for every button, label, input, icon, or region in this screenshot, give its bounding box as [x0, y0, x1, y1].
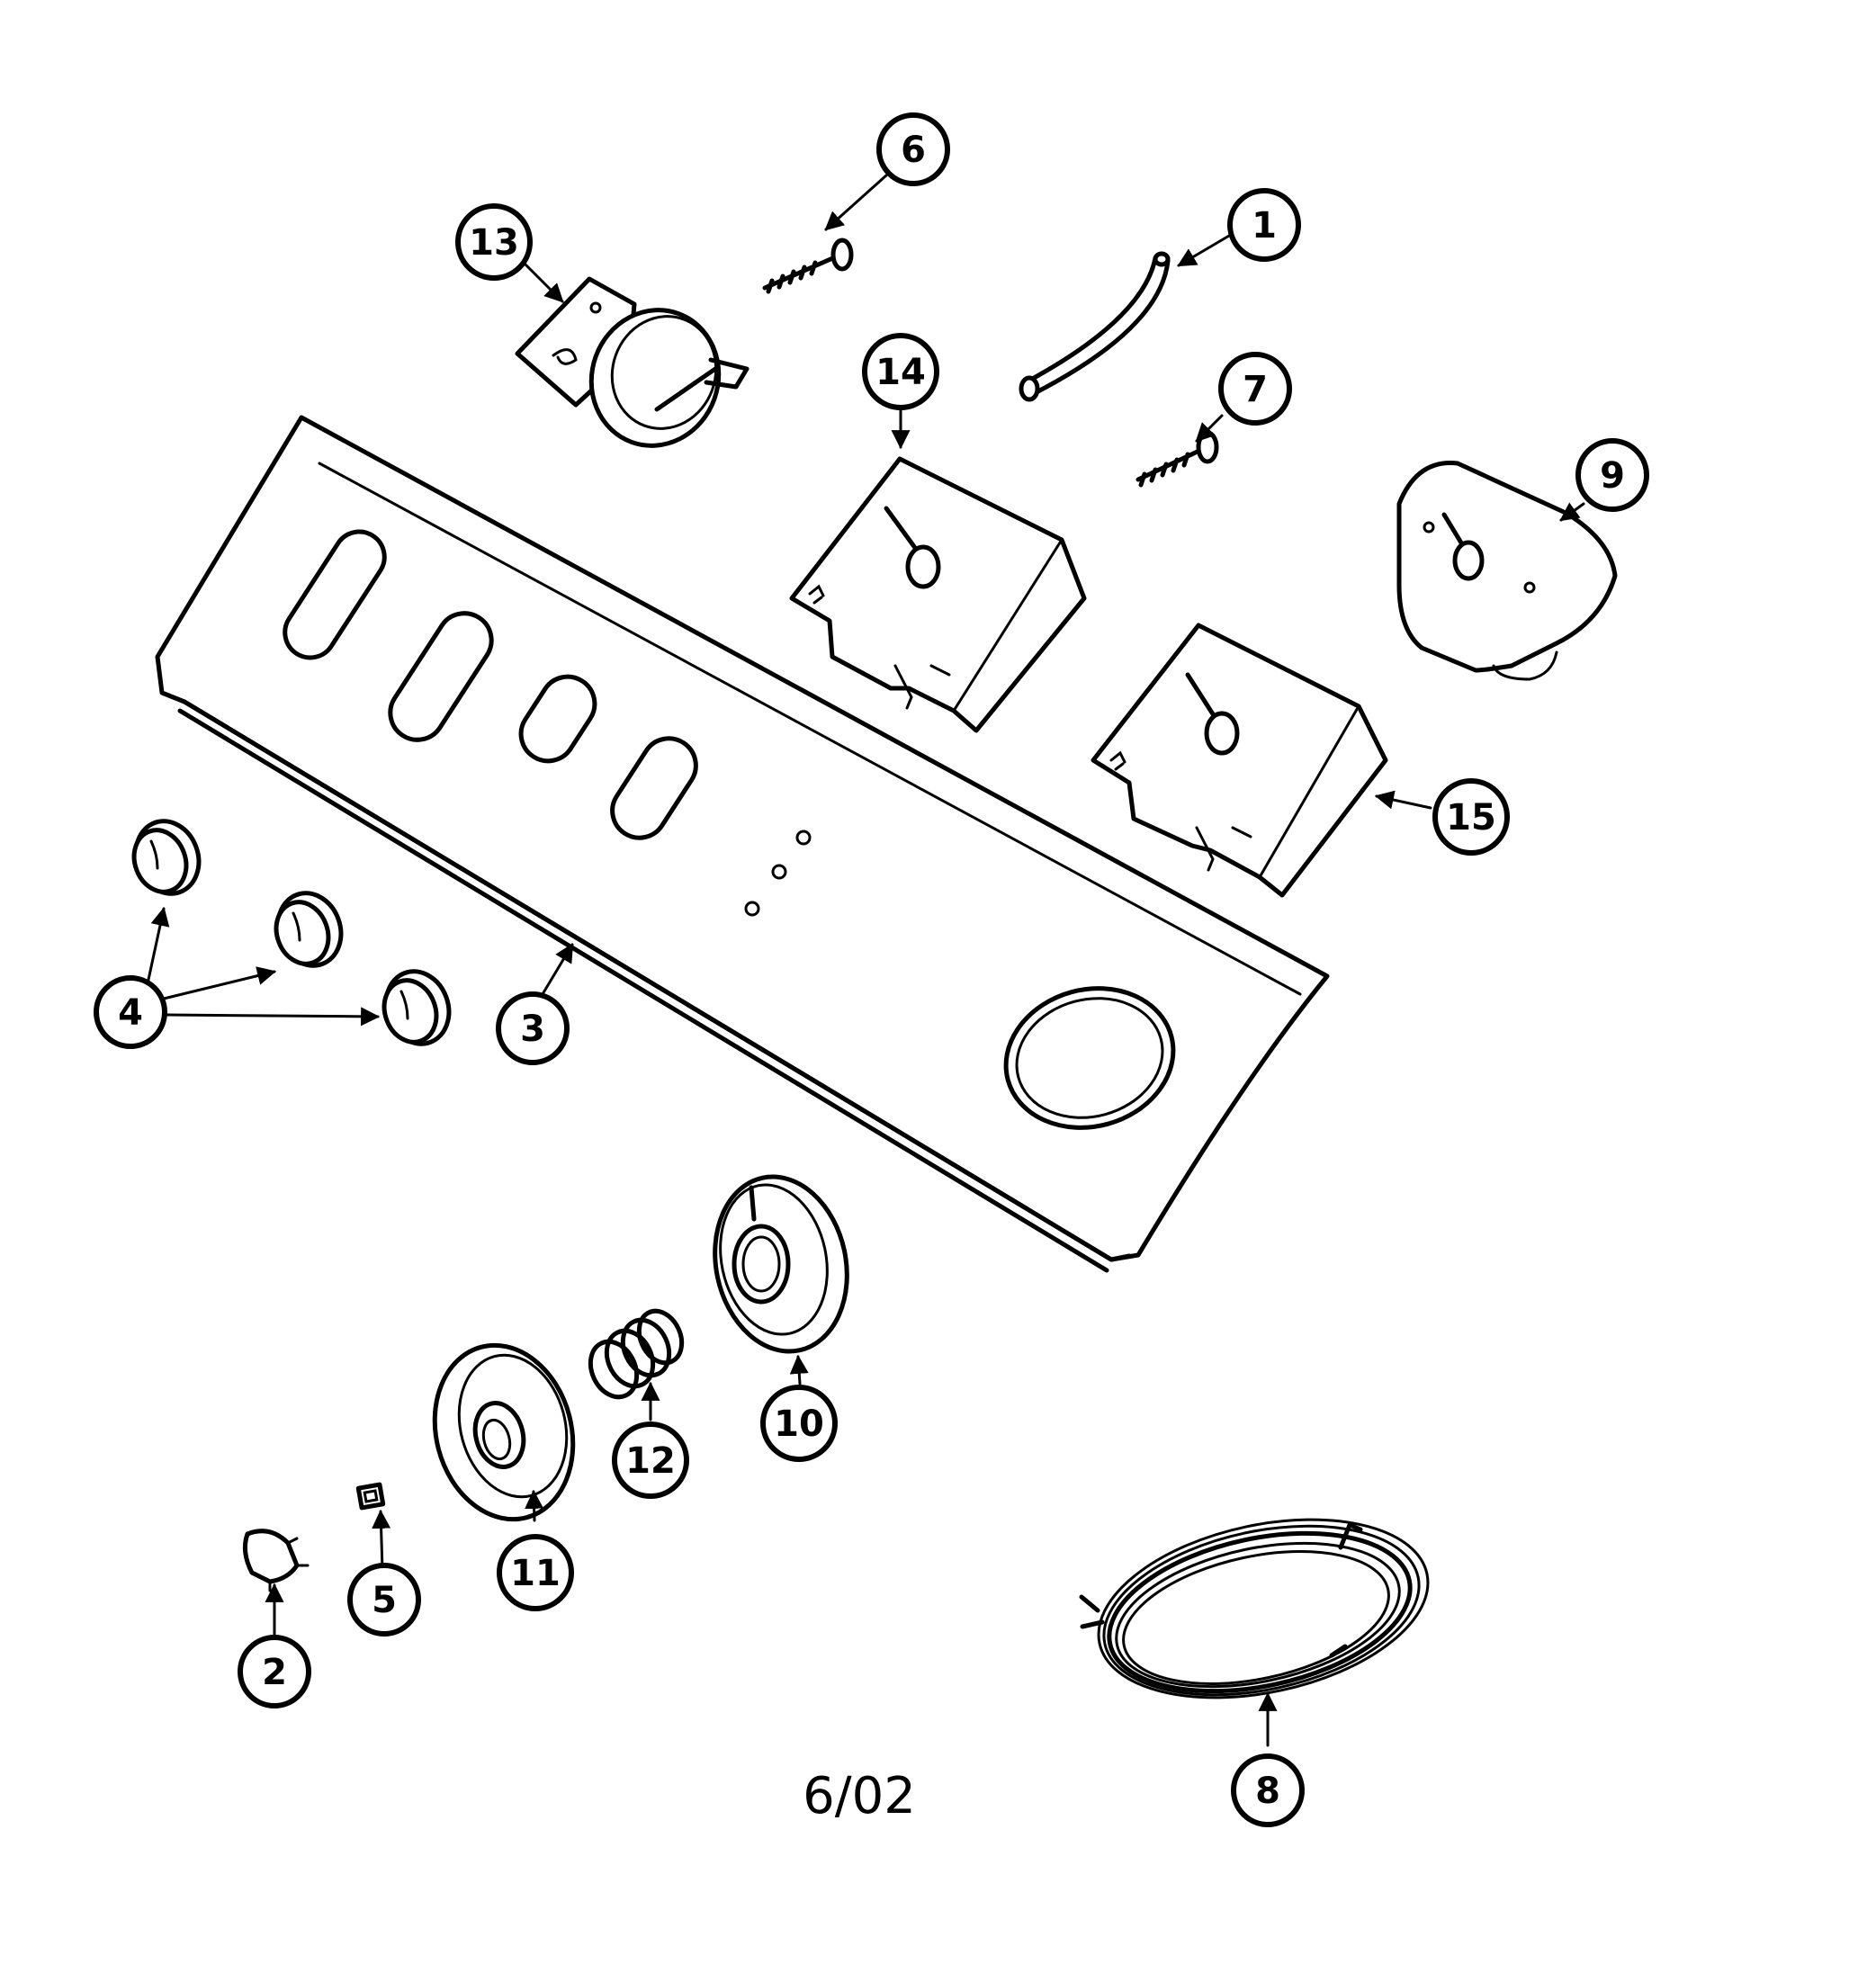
callout-13: 13: [455, 203, 533, 281]
svg-text:3: 3: [520, 1009, 545, 1050]
knob-part: [274, 891, 344, 968]
svg-text:1: 1: [1252, 205, 1277, 247]
svg-text:15: 15: [1446, 797, 1496, 839]
wire-harness-part: [1079, 1518, 1430, 1699]
svg-text:12: 12: [625, 1440, 676, 1482]
svg-text:8: 8: [1255, 1771, 1280, 1812]
callout-14: 14: [862, 333, 939, 410]
screw-part: [762, 238, 854, 294]
control-panel-part: [155, 415, 1330, 1273]
screw-part: [1135, 430, 1219, 488]
end-cap-part: [242, 1529, 310, 1592]
svg-text:5: 5: [372, 1580, 397, 1621]
rotary-switch-part: [1091, 623, 1388, 898]
svg-text:13: 13: [469, 222, 519, 264]
dial-knob-part: [432, 1342, 576, 1522]
callout-9: 9: [1575, 438, 1649, 512]
svg-text:14: 14: [875, 352, 926, 393]
callout-6: 6: [876, 112, 950, 186]
svg-text:4: 4: [118, 992, 143, 1034]
callout-2: 2: [238, 1635, 311, 1708]
callout-8: 8: [1231, 1753, 1305, 1827]
panel-slot-openings: [283, 529, 698, 840]
panel-indicator-holes: [744, 830, 812, 917]
callout-15: 15: [1432, 778, 1510, 856]
callout-10: 10: [760, 1385, 838, 1462]
callout-4: 4: [94, 975, 167, 1049]
panel-dial-opening: [1003, 986, 1176, 1130]
pressure-switch-part: [515, 276, 750, 448]
svg-text:9: 9: [1600, 455, 1625, 497]
leader-lines: [145, 174, 1585, 1747]
svg-text:11: 11: [510, 1553, 561, 1594]
callout-5: 5: [347, 1563, 421, 1637]
svg-text:10: 10: [774, 1404, 824, 1445]
svg-text:7: 7: [1243, 369, 1268, 410]
hose-part: [1019, 251, 1171, 402]
date-code: 6/02: [803, 1767, 916, 1825]
svg-text:2: 2: [262, 1652, 287, 1693]
callout-12: 12: [612, 1421, 689, 1499]
clip-part: [355, 1482, 386, 1511]
callout-1: 1: [1227, 188, 1301, 262]
callout-11: 11: [497, 1534, 574, 1611]
rotary-switch-part: [789, 456, 1087, 733]
knob-part: [381, 969, 452, 1046]
spring-part: [588, 1308, 685, 1400]
callout-7: 7: [1218, 352, 1292, 426]
dial-skirt-part: [713, 1174, 849, 1354]
knob-part: [131, 819, 202, 896]
callout-3: 3: [496, 991, 570, 1065]
svg-text:6: 6: [901, 130, 926, 171]
